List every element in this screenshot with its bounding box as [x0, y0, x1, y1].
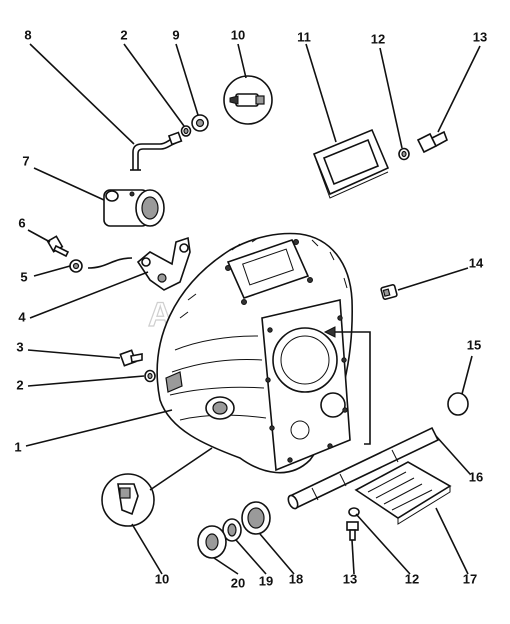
callout-2-top: 2: [120, 27, 127, 42]
callout-7: 7: [22, 153, 29, 168]
ring-part-19: [222, 518, 242, 542]
callout-12-top: 12: [371, 31, 385, 46]
bolt-part-13-bottom: [346, 521, 359, 541]
callout-18: 18: [289, 571, 303, 586]
nut-part-20: [197, 525, 227, 559]
callout-16: 16: [469, 469, 483, 484]
callout-10-bottom: 10: [155, 571, 169, 586]
leader-lines: [25, 43, 481, 575]
callout-6: 6: [18, 215, 25, 230]
callout-12-bottom: 12: [405, 571, 419, 586]
callout-14: 14: [469, 255, 484, 270]
fitting-detail-10-bottom: [101, 473, 155, 527]
shaft-part-16: [287, 426, 440, 510]
gasket-part-11: [312, 128, 390, 199]
plug-part-15: [447, 392, 469, 416]
fitting-detail-10-top: [223, 75, 273, 125]
bearing-part-7: [103, 189, 165, 227]
pipe-part-8: [130, 131, 183, 171]
housing-part-1: [156, 232, 353, 474]
callout-8: 8: [24, 27, 31, 42]
callout-15: 15: [467, 337, 481, 352]
callout-2-left: 2: [16, 377, 23, 392]
cover-part-17: [354, 461, 452, 525]
fork-part-4: [136, 236, 191, 291]
callout-13-bottom: 13: [343, 571, 357, 586]
bolt-part-6: [46, 235, 70, 258]
plug-part-14: [380, 284, 398, 300]
callout-17: 17: [463, 571, 477, 586]
callout-20: 20: [231, 575, 245, 590]
callout-11: 11: [297, 29, 311, 44]
callout-5: 5: [20, 269, 27, 284]
callout-3: 3: [16, 339, 23, 354]
callout-13-top: 13: [473, 29, 487, 44]
callout-9: 9: [172, 27, 179, 42]
callout-10-top: 10: [231, 27, 245, 42]
bolt-part-3: [119, 349, 143, 367]
nut-part-9: [191, 114, 209, 132]
bolt-part-13-top: [416, 130, 448, 154]
callout-1: 1: [14, 439, 21, 454]
seal-part-18: [241, 501, 271, 535]
callout-19: 19: [259, 573, 273, 588]
callout-4: 4: [18, 309, 26, 324]
